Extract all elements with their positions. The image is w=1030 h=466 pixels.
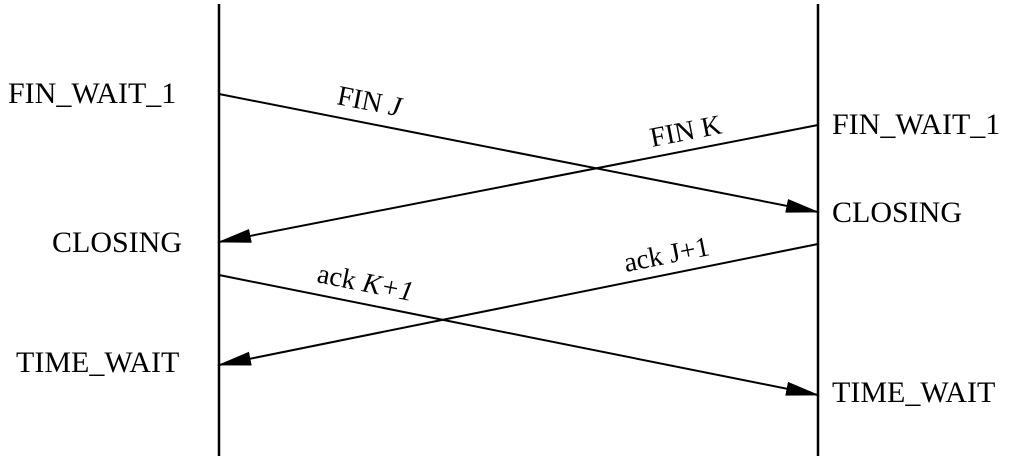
message-label-ack-k-plus-1: ack K+1 — [315, 258, 417, 307]
message-label-ack-j-plus-1: ack J+1 — [621, 231, 712, 278]
message-label-fin-k: FIN K — [647, 110, 724, 154]
left-state-closing: CLOSING — [52, 226, 182, 259]
left-state-fin-wait-1: FIN_WAIT_1 — [8, 77, 176, 110]
message-arrow-ack-k-plus-1 — [218, 274, 820, 396]
right-state-closing: CLOSING — [832, 196, 962, 229]
right-state-fin-wait-1: FIN_WAIT_1 — [832, 108, 1000, 141]
message-arrow-ack-j-plus-1 — [217, 243, 819, 366]
left-state-time-wait: TIME_WAIT — [16, 346, 179, 379]
right-state-time-wait: TIME_WAIT — [832, 376, 995, 409]
message-label-fin-j: FIN J — [335, 80, 406, 123]
message-arrow-fin-j — [218, 93, 820, 213]
message-arrow-fin-k — [217, 124, 819, 243]
